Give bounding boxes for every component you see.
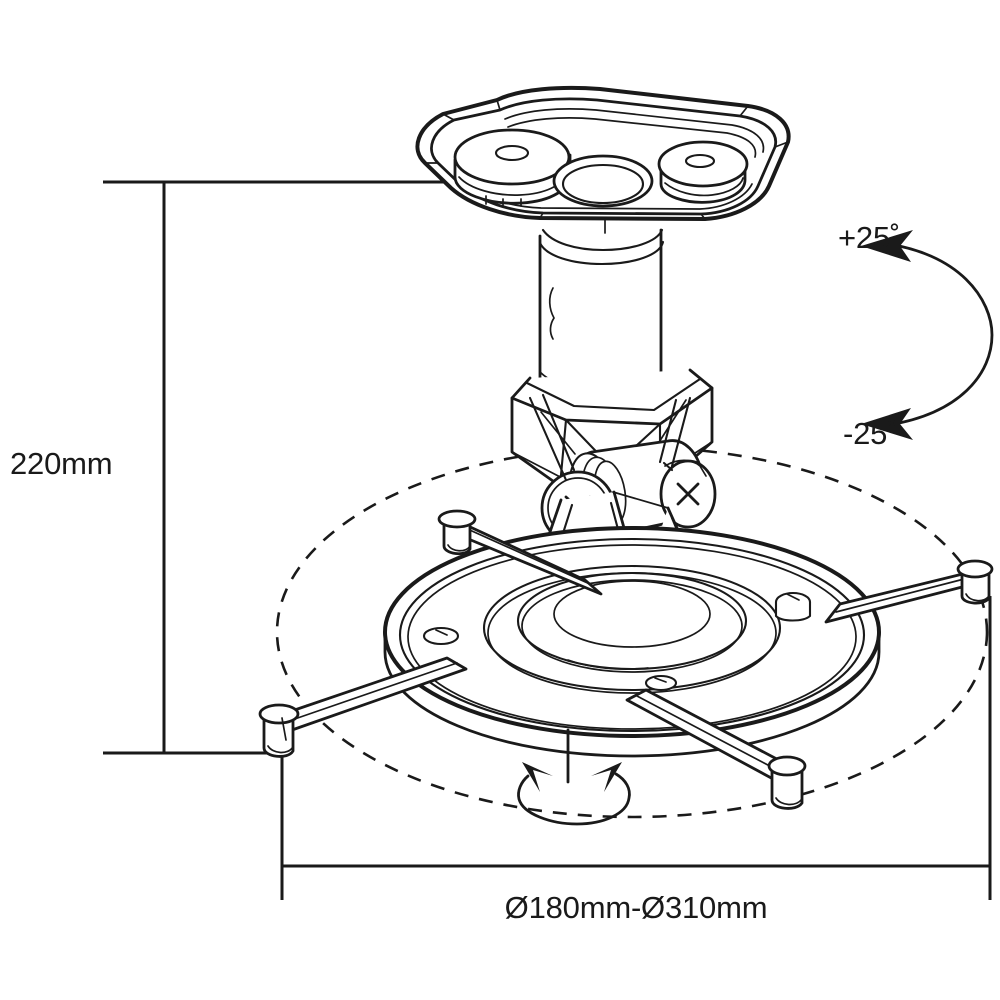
tilt-arrowhead-up [861,230,913,262]
pivot-arm-left-outer [528,396,568,482]
arm-sw-post-rim [267,745,294,754]
spread-dimension-label: Ø180mm-Ø310mm [505,890,768,925]
bracket-top-link [612,491,669,509]
base-stud-left [422,626,460,646]
arm-ne-post-side [960,568,991,605]
plate-facet-top [496,99,501,111]
tilt-angle-group: +25˚ -25˚ [838,220,994,451]
arm-ne-post-rim [965,593,990,602]
pivot-arm-right-inner [658,398,678,464]
right-boss-hole [684,153,716,169]
arm-nw-post-rim [447,544,471,552]
arm-ne-post-top [956,559,994,579]
ceiling-mount-plate [415,85,791,221]
arm-se-crease [636,695,784,774]
height-dimension-label: 220mm [10,446,112,481]
base-disc-top [383,526,881,738]
base-disc-ring-1 [398,537,866,733]
base-stud-front-slot [654,677,667,683]
rotation-arrowhead-left [522,762,553,792]
base-stud-right-body [774,600,812,622]
right-pivot-cap [664,459,707,477]
right-pivot-screw-cross [676,482,700,506]
rotating-base-disc [383,526,881,758]
pivot-arm-right-outer [670,396,692,468]
column-collar [538,240,665,266]
arm-nw-crease [462,526,593,586]
arm-sw-crease [285,662,458,723]
base-hub-ring [553,580,711,648]
right-boss-rim [664,177,744,197]
pivot-arm-left-inner [541,393,576,472]
arm-ne-crease [835,577,969,613]
spread-dimension-group: Ø180mm-Ø310mm [280,596,992,925]
base-stud-front [644,674,678,692]
mounting-arms-group [258,509,994,810]
base-channel-ring-1 [482,564,782,692]
tilt-arrowhead-down [861,408,913,440]
arm-se-post-side [770,764,804,810]
arm-nw-post-top [437,509,477,529]
arm-sw-post-top [258,703,300,725]
plate-facet-left-a [442,113,455,121]
arm-se-post-rim [775,797,803,806]
rotation-arrow-arc [517,772,631,826]
left-boss-hole [494,144,530,162]
plate-facet-right-b [774,141,789,148]
height-dimension-group: 220mm [10,180,470,755]
plate-center-hole-inner [561,163,645,205]
arm-se-post-top [767,755,807,777]
rotation-arrowhead-right [591,762,622,792]
base-stud-left-slot [435,629,448,636]
plate-groove-1 [504,108,765,153]
column-collar-2 [541,228,664,252]
base-slot-arc [567,659,649,670]
plate-groove-2 [507,117,757,158]
base-stud-right-slot [786,593,800,601]
tilt-up-label: +25˚ [838,220,900,255]
right-pivot-tab [662,461,674,472]
plate-facet-bottom-r [700,213,706,220]
arm-sw-post-seam [281,717,287,741]
tilt-down-label: -25˚ [843,416,897,451]
yoke-top-edge [510,386,714,426]
plate-facet-right-a [739,105,749,117]
column-seam [548,287,555,340]
arm-sw-post-side [262,712,295,758]
base-disc-ring-2 [407,544,857,730]
yoke-inner-rim [525,377,702,412]
plate-facet-bottom-l [539,212,544,219]
swivel-rotation-indicator [517,728,631,826]
base-channel-ring-4 [521,579,743,673]
tilt-arc [878,241,994,428]
